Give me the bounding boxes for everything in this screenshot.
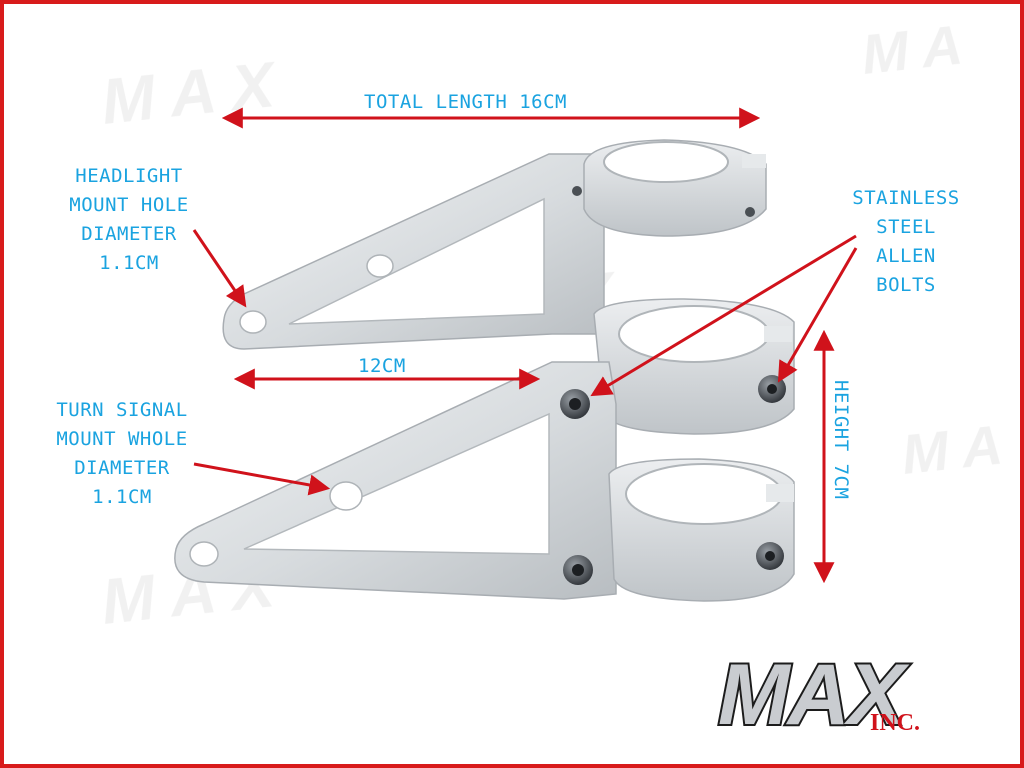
callout-line: TURN SIGNAL xyxy=(56,399,188,421)
callout-line: HEADLIGHT xyxy=(75,165,183,187)
callout-line: MOUNT WHOLE xyxy=(56,428,188,450)
max-inc-logo: MAX INC. xyxy=(716,645,920,745)
width-label: 12CM xyxy=(358,355,406,377)
bolts-callout: STAINLESS STEEL ALLEN BOLTS xyxy=(836,184,976,300)
callout-line: DIAMETER xyxy=(74,457,170,479)
svg-text:M A: M A xyxy=(899,413,1006,486)
callout-line: 1.1CM xyxy=(92,486,152,508)
dimension-arrows xyxy=(192,107,858,584)
total-length-label: TOTAL LENGTH 16CM xyxy=(364,91,567,113)
height-label: HEIGHT 7CM xyxy=(830,380,852,500)
callout-line: STAINLESS xyxy=(852,187,960,209)
svg-text:M A X: M A X xyxy=(98,48,281,138)
callout-line: 1.1CM xyxy=(99,252,159,274)
callout-line: MOUNT HOLE xyxy=(69,194,189,216)
bracket-illustration: M A X M A M A X M A M A X xyxy=(98,13,1006,745)
logo-wordmark: MAX xyxy=(718,647,910,743)
lower-bracket xyxy=(174,361,795,602)
callout-line: ALLEN xyxy=(876,245,936,267)
upper-bracket xyxy=(222,139,795,435)
svg-text:M A: M A xyxy=(859,13,966,86)
callout-line: BOLTS xyxy=(876,274,936,296)
callout-line: DIAMETER xyxy=(81,223,177,245)
callout-line: STEEL xyxy=(876,216,936,238)
headlight-hole-callout: HEADLIGHT MOUNT HOLE DIAMETER 1.1CM xyxy=(44,162,214,278)
allen-bolts xyxy=(560,375,786,585)
logo-suffix: INC. xyxy=(870,710,920,736)
turn-signal-hole-callout: TURN SIGNAL MOUNT WHOLE DIAMETER 1.1CM xyxy=(34,396,210,512)
